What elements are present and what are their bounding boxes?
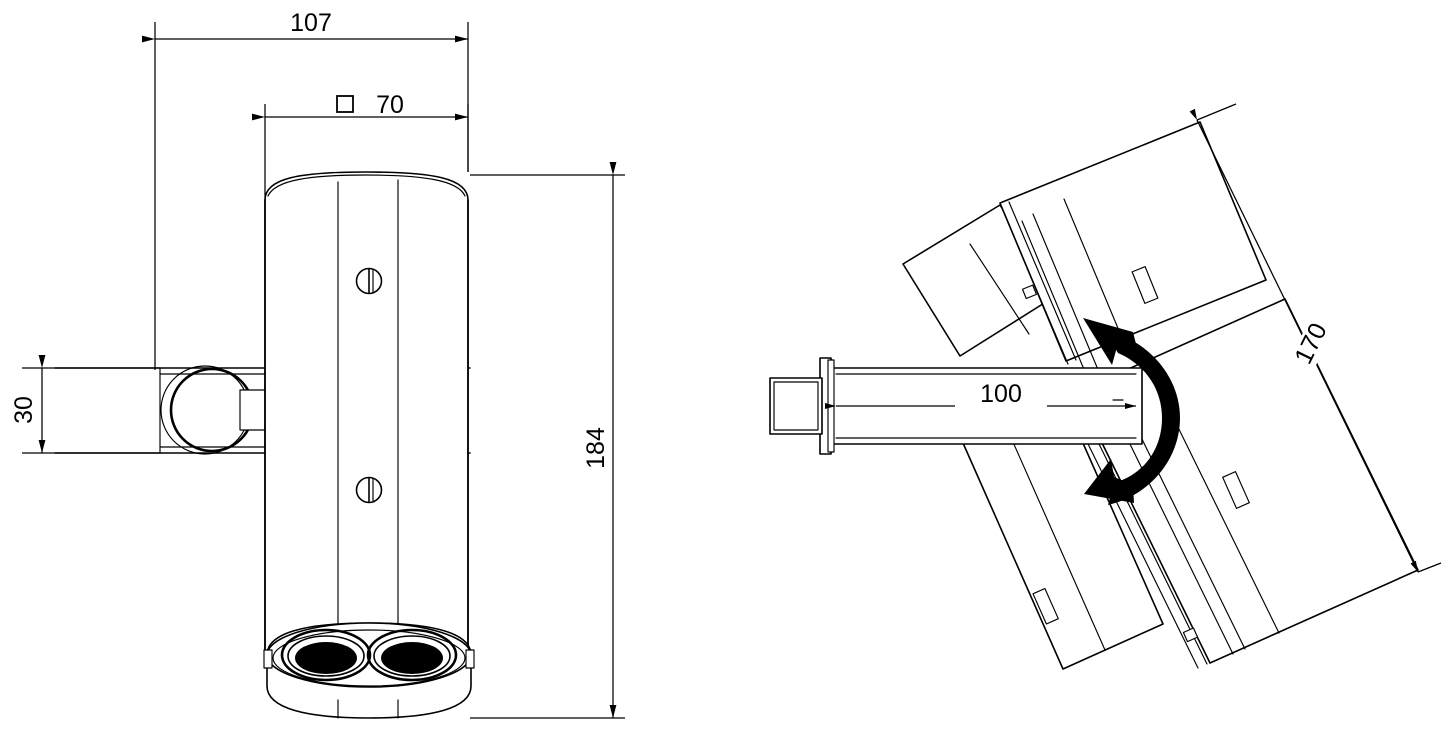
dim-184-label: 184: [582, 427, 610, 469]
dimension-107: 107: [142, 9, 469, 370]
dim-107-label: 107: [290, 9, 332, 37]
dimension-30: 30: [10, 355, 160, 454]
socket-right: [366, 628, 458, 682]
dim-30-label: 30: [10, 396, 38, 424]
dimension-170: 170: [1189, 103, 1442, 573]
rotation-arrow-icon: [1083, 318, 1180, 505]
dimension-100: 100: [825, 380, 1136, 409]
left-view-group: [54, 171, 475, 719]
dim-100-label: 100: [980, 380, 1022, 408]
square-section-symbol-icon: [336, 95, 354, 113]
dim-70-label: 70: [376, 91, 404, 119]
bracket-end-cap: [160, 365, 269, 455]
socket-left: [280, 628, 372, 682]
cylinder-body: [264, 171, 469, 661]
socket-housing: [263, 622, 475, 719]
screw-lower: [355, 476, 383, 504]
right-view-group: 100 170: [769, 103, 1442, 670]
dimension-184: 184: [470, 162, 625, 719]
dimension-70: 70: [252, 91, 469, 200]
screw-upper: [355, 267, 383, 295]
panel-seam-upper: [1000, 201, 1077, 365]
